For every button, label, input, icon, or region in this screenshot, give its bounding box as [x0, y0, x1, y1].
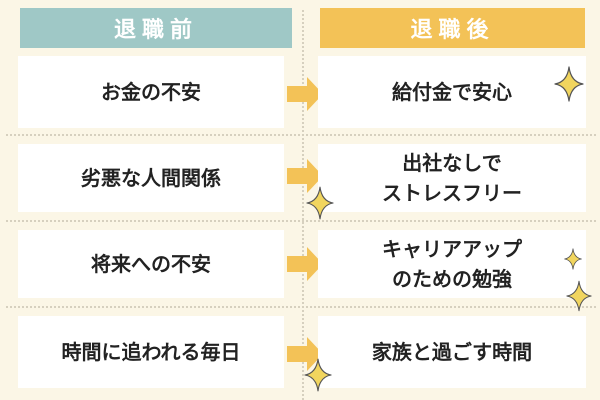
right-arrow-icon — [287, 77, 323, 111]
sparkle-icon — [306, 186, 334, 220]
sparkle-icon — [304, 358, 332, 392]
before-card: 将来への不安 — [18, 230, 284, 298]
before-card: お金の不安 — [18, 56, 284, 128]
after-card: 給付金で安心 — [318, 56, 586, 128]
before-card: 時間に追われる毎日 — [18, 316, 284, 388]
row-divider — [6, 306, 596, 308]
after-text: キャリアアップ のための勉強 — [382, 237, 522, 291]
before-text: 将来への不安 — [91, 252, 211, 276]
before-card: 劣悪な人間関係 — [18, 144, 284, 212]
before-text: お金の不安 — [101, 80, 201, 104]
after-text: 家族と過ごす時間 — [371, 340, 533, 364]
row-divider — [6, 220, 596, 222]
after-text: 出社なしで ストレスフリー — [382, 151, 522, 205]
right-arrow-icon — [287, 247, 323, 281]
before-text: 時間に追われる毎日 — [61, 340, 241, 364]
header-after: 退職後 — [320, 8, 585, 48]
right-arrow-icon — [287, 159, 323, 193]
sparkle-icon — [566, 280, 592, 312]
before-text: 劣悪な人間関係 — [81, 166, 221, 190]
after-card: 家族と過ごす時間 — [318, 316, 586, 388]
sparkle-icon — [564, 248, 582, 270]
sparkle-icon — [554, 66, 584, 102]
after-text: 給付金で安心 — [392, 80, 512, 104]
after-card: 出社なしで ストレスフリー — [318, 144, 586, 212]
vertical-divider — [302, 10, 304, 400]
row-divider — [6, 134, 596, 136]
after-card: キャリアアップ のための勉強 — [318, 230, 586, 298]
header-before: 退職前 — [20, 8, 292, 48]
right-arrow-icon — [287, 337, 323, 371]
